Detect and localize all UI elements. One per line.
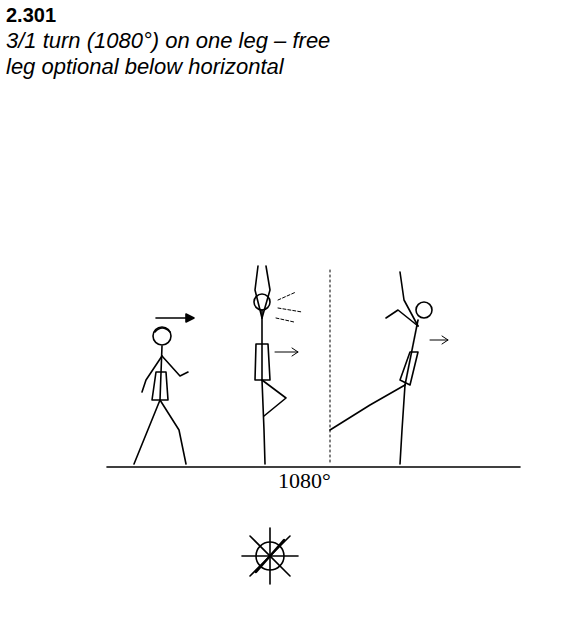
arabesque-figure xyxy=(330,272,448,464)
element-description: 3/1 turn (1080°) on one leg – free leg o… xyxy=(6,28,356,80)
running-figure xyxy=(134,327,188,464)
element-number: 2.301 xyxy=(6,4,56,27)
direction-arrow xyxy=(156,314,194,322)
axis-line xyxy=(330,270,331,465)
turn-symbol xyxy=(242,528,298,584)
rotation-degrees: 1080° xyxy=(276,468,333,494)
turning-figure xyxy=(254,266,302,464)
